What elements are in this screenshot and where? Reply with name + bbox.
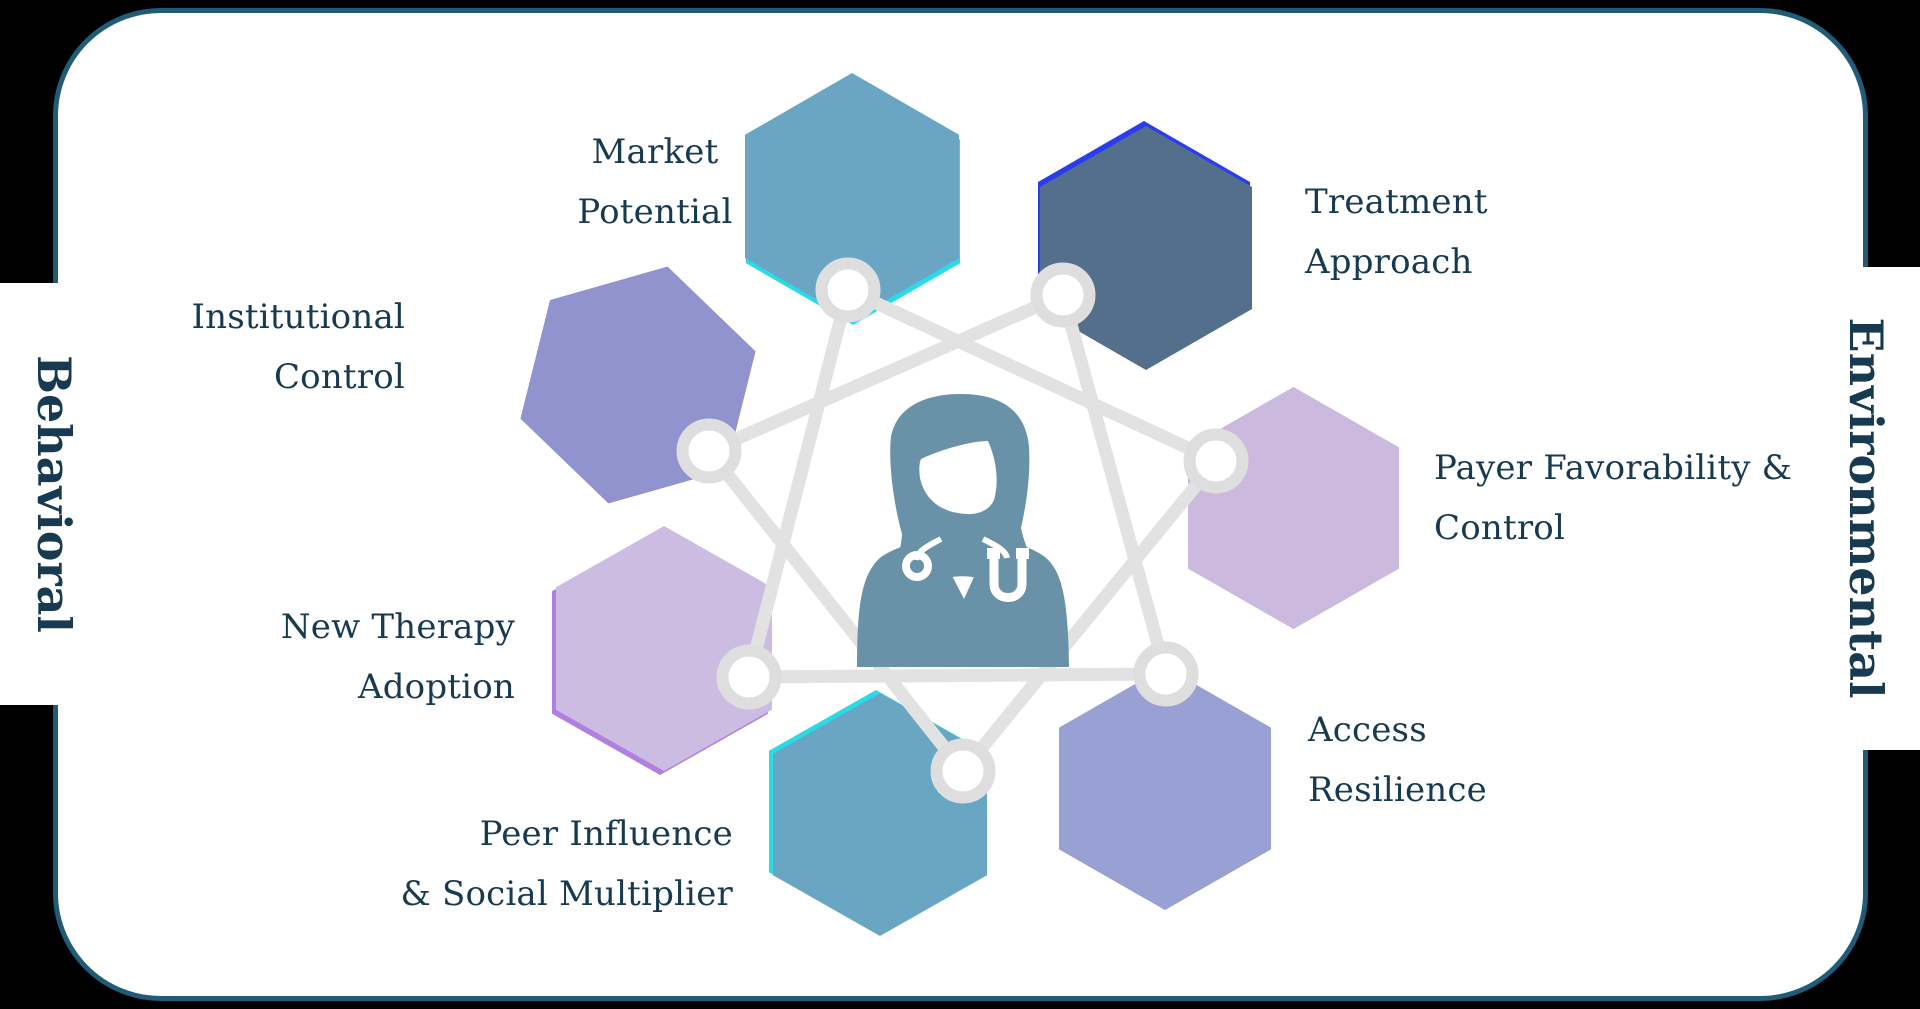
hexagon-access-resilience [1059, 667, 1271, 910]
label-peer-influence: Peer Influence & Social Multiplier [383, 804, 733, 924]
label-treatment-approach: Treatment Approach [1305, 172, 1488, 292]
label-line: Control [273, 357, 405, 397]
label-institutional-control: Institutional Control [105, 287, 405, 407]
hexagon-face [1059, 667, 1271, 910]
node-institutional-control [676, 418, 742, 484]
doctor-icon [857, 394, 1069, 667]
label-line: Institutional [191, 297, 405, 337]
label-line: Access [1308, 710, 1427, 750]
environmental-axis-label: Environmental [1839, 317, 1893, 699]
label-line: Approach [1305, 242, 1473, 282]
label-line: Potential [577, 192, 733, 232]
label-market-potential: Market Potential [495, 122, 815, 242]
label-line: Peer Influence [479, 814, 733, 854]
node-payer-favorability [1183, 428, 1249, 494]
node-peer-influence [930, 738, 996, 804]
label-line: Adoption [357, 667, 515, 707]
hexagon-payer-favorability [1188, 387, 1399, 629]
behavioral-axis-label: Behavioral [27, 355, 81, 633]
hexagon-face [773, 693, 987, 936]
node-new-therapy-adoption [716, 644, 782, 710]
label-access-resilience: Access Resilience [1308, 700, 1487, 820]
node-market-potential [815, 257, 881, 323]
label-line: Payer Favorability & [1434, 448, 1793, 488]
label-new-therapy-adoption: New Therapy Adoption [215, 597, 515, 717]
node-treatment-approach [1030, 262, 1096, 328]
connector-nodes [676, 257, 1249, 804]
label-line: Control [1434, 508, 1566, 548]
connector-lines [703, 284, 1222, 776]
label-line: & Social Multiplier [400, 874, 733, 914]
label-line: Market [591, 132, 719, 172]
label-payer-favorability: Payer Favorability & Control [1434, 438, 1792, 558]
node-access-resilience [1133, 641, 1199, 707]
hexagon-peer-influence [769, 690, 987, 936]
label-line: Treatment [1305, 182, 1488, 222]
label-line: Resilience [1308, 770, 1487, 810]
environmental-axis-tab [1810, 267, 1920, 750]
label-line: New Therapy [280, 607, 515, 647]
behavioral-axis-tab [0, 283, 110, 705]
